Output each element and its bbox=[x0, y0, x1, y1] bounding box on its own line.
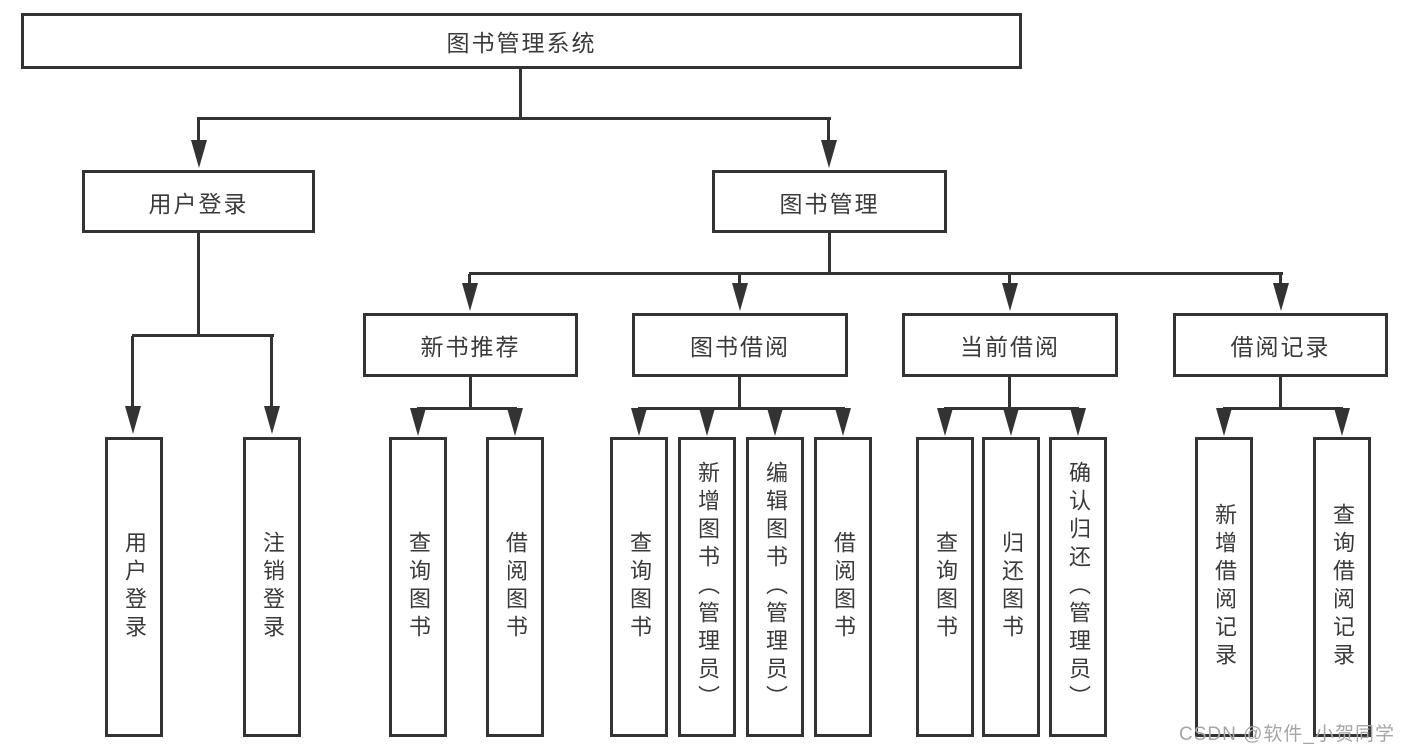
arrow-down-icon bbox=[732, 283, 748, 311]
arrow-down-icon bbox=[1002, 283, 1018, 311]
arrow-down-icon bbox=[264, 406, 280, 434]
connector-mgmt-stem bbox=[468, 274, 471, 286]
node-borrow-records: 借阅记录 bbox=[1173, 313, 1388, 377]
connector-group1-vertical bbox=[469, 377, 472, 409]
arrow-down-icon bbox=[1003, 408, 1019, 436]
connector-mgmt-stem bbox=[1008, 274, 1011, 286]
connector-group2-horizontal bbox=[638, 407, 845, 410]
connector-mgmt-vertical bbox=[828, 233, 831, 274]
node-borrow-books-leaf: 借阅图书 bbox=[814, 437, 872, 737]
arrow-down-icon bbox=[1216, 408, 1232, 436]
connector-group1-horizontal bbox=[417, 407, 517, 410]
node-book-management: 图书管理 bbox=[712, 170, 947, 233]
node-user-login: 用户登录 bbox=[82, 170, 315, 233]
connector-user-right-stem bbox=[270, 336, 273, 408]
node-new-book-recommend: 新书推荐 bbox=[363, 313, 578, 377]
node-query-books-borrow: 查询图书 bbox=[610, 437, 668, 737]
arrow-down-icon bbox=[767, 408, 783, 436]
arrow-down-icon bbox=[191, 140, 207, 168]
node-add-book-admin: 新增图书（管理员） bbox=[678, 437, 736, 737]
connector-user-left-stem bbox=[131, 336, 134, 408]
connector-group4-horizontal bbox=[1223, 407, 1343, 410]
node-add-borrow-record: 新增借阅记录 bbox=[1195, 437, 1253, 737]
connector-mgmt-stem bbox=[1279, 274, 1282, 286]
node-user-login-leaf: 用户登录 bbox=[105, 437, 163, 737]
connector-root-vertical bbox=[519, 69, 522, 119]
arrow-down-icon bbox=[699, 408, 715, 436]
arrow-down-icon bbox=[631, 408, 647, 436]
arrow-down-icon bbox=[1070, 408, 1086, 436]
node-query-books-current: 查询图书 bbox=[916, 437, 974, 737]
arrow-down-icon bbox=[410, 408, 426, 436]
arrow-down-icon bbox=[1273, 283, 1289, 311]
node-edit-book-admin: 编辑图书（管理员） bbox=[746, 437, 804, 737]
arrow-down-icon bbox=[125, 406, 141, 434]
connector-user-vertical bbox=[197, 233, 200, 336]
node-confirm-return-admin: 确认归还（管理员） bbox=[1049, 437, 1107, 737]
arrow-down-icon bbox=[821, 140, 837, 168]
connector-group4-vertical bbox=[1279, 377, 1282, 409]
connector-root-right-stem bbox=[827, 119, 830, 143]
node-query-borrow-record: 查询借阅记录 bbox=[1313, 437, 1371, 737]
connector-root-left-stem bbox=[197, 119, 200, 143]
connector-mgmt-horizontal bbox=[469, 272, 1283, 275]
node-return-book: 归还图书 bbox=[982, 437, 1040, 737]
connector-group2-vertical bbox=[738, 377, 741, 409]
node-book-borrow: 图书借阅 bbox=[632, 313, 848, 377]
arrow-down-icon bbox=[1334, 408, 1350, 436]
arrow-down-icon bbox=[937, 408, 953, 436]
connector-root-horizontal bbox=[197, 117, 831, 120]
connector-group3-vertical bbox=[1008, 377, 1011, 409]
node-current-borrow: 当前借阅 bbox=[902, 313, 1118, 377]
node-query-books-recommend: 查询图书 bbox=[389, 437, 447, 737]
csdn-watermark: CSDN @软件_小贺同学 bbox=[1179, 724, 1395, 745]
arrow-down-icon bbox=[507, 408, 523, 436]
arrow-down-icon bbox=[462, 283, 478, 311]
node-library-management-system: 图书管理系统 bbox=[21, 13, 1022, 69]
node-logout: 注销登录 bbox=[243, 437, 301, 737]
connector-user-horizontal bbox=[132, 334, 274, 337]
arrow-down-icon bbox=[835, 408, 851, 436]
node-borrow-books-recommend: 借阅图书 bbox=[486, 437, 544, 737]
connector-mgmt-stem bbox=[738, 274, 741, 286]
